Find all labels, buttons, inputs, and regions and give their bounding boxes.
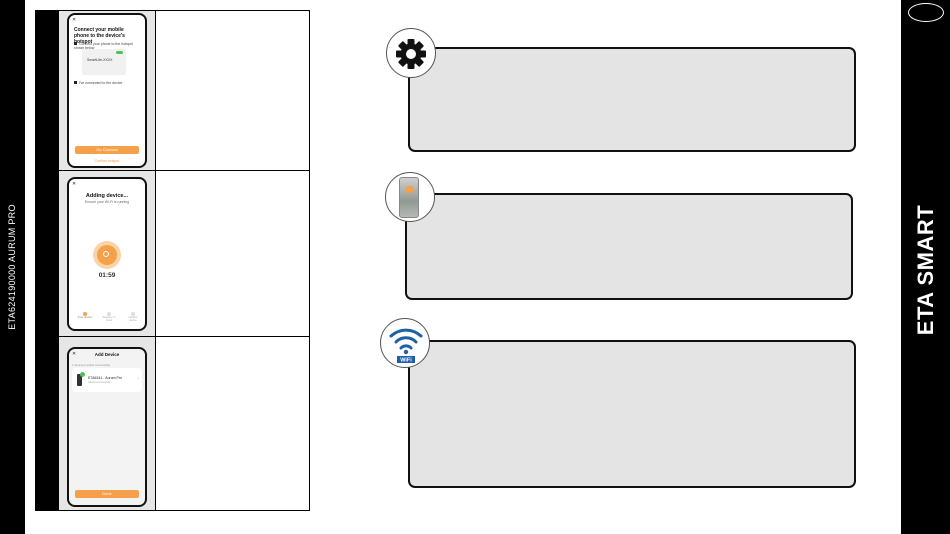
progress-ring-inner xyxy=(97,245,117,265)
info-card-wifi xyxy=(408,340,856,488)
phone-screen: ✕ Adding device... Ensure your Wi-Fi is … xyxy=(69,179,145,329)
phone-photo-icon xyxy=(399,177,419,218)
settings-icon-circle xyxy=(386,28,436,78)
connected-checkbox-row[interactable]: I've connected to the device xyxy=(74,81,122,85)
step-number-column xyxy=(36,337,59,510)
brand-title: ETA SMART xyxy=(913,204,938,336)
progress-steps: Scan devices Register on cloud Initializ… xyxy=(73,312,141,326)
device-card[interactable]: ETA6241 - Aurum Pro Added successfully › xyxy=(72,368,142,392)
info-card-phone xyxy=(405,193,853,300)
svg-text:WiFi: WiFi xyxy=(400,358,412,364)
page-number-oval xyxy=(908,3,944,22)
phone-screen: ✕ Add Device 1 device(s) added successfu… xyxy=(69,349,145,505)
steps-table: ✕ Connect your mobile phone to the devic… xyxy=(35,10,310,511)
step-text-column xyxy=(157,337,309,510)
left-sidebar: ETA624190000 AURUM PRO xyxy=(0,0,25,534)
step-text-column xyxy=(157,11,309,170)
close-icon: ✕ xyxy=(72,351,77,357)
adding-title: Adding device... xyxy=(85,193,129,199)
step-row-3: ✕ Add Device 1 device(s) added successfu… xyxy=(36,337,309,510)
success-badge-icon xyxy=(80,372,85,377)
phone-icon-circle xyxy=(385,172,435,222)
phone-screenshot: ✕ Add Device 1 device(s) added successfu… xyxy=(67,347,147,507)
close-icon: ✕ xyxy=(72,181,77,187)
screenshot-column: ✕ Connect your mobile phone to the devic… xyxy=(59,11,156,170)
phone-screenshot: ✕ Adding device... Ensure your Wi-Fi is … xyxy=(67,177,147,331)
dot-icon xyxy=(131,312,135,316)
checkbox-icon xyxy=(74,42,77,45)
app-logo-icon xyxy=(406,186,413,193)
progress-step-2: Register on cloud xyxy=(101,312,117,322)
added-subtitle: 1 device(s) added successfully xyxy=(72,363,111,367)
wifi-toggle xyxy=(116,51,123,54)
wifi-icon: WiFi xyxy=(389,328,423,364)
screenshot-column: ✕ Adding device... Ensure your Wi-Fi is … xyxy=(59,171,156,336)
device-image-icon xyxy=(77,374,82,386)
gear-icon xyxy=(396,39,426,69)
step-row-1: ✕ Connect your mobile phone to the devic… xyxy=(36,11,309,171)
wifi-icon-circle: WiFi xyxy=(380,318,430,368)
checkbox-icon xyxy=(74,81,77,84)
step-row-2: ✕ Adding device... Ensure your Wi-Fi is … xyxy=(36,171,309,337)
hotspot-title: Connect your mobile phone to the device'… xyxy=(74,27,125,45)
phone-screenshot: ✕ Connect your mobile phone to the devic… xyxy=(67,13,147,168)
confirm-hotspot-link[interactable]: Confirm hotspot xyxy=(94,159,120,163)
dot-icon xyxy=(83,312,87,316)
adding-subtitle: Ensure your Wi-Fi is running xyxy=(84,200,130,204)
dot-icon xyxy=(107,312,111,316)
step-number-column xyxy=(36,171,59,336)
screenshot-column: ✕ Add Device 1 device(s) added successfu… xyxy=(59,337,156,510)
wifi-list-mock: SmartLife-XXXX xyxy=(82,49,126,75)
go-connect-button[interactable]: Go Connect xyxy=(75,146,139,154)
info-card-settings xyxy=(408,47,856,152)
right-sidebar: ETA SMART xyxy=(901,0,950,534)
search-icon xyxy=(103,251,109,257)
step-text-column xyxy=(157,171,309,336)
add-device-title: Add Device xyxy=(94,352,120,357)
hotspot-name: SmartLife-XXXX xyxy=(87,58,113,62)
progress-step-1: Scan devices xyxy=(77,312,93,319)
timer: 01:59 xyxy=(98,272,116,279)
close-icon: ✕ xyxy=(72,17,77,23)
phone-screen: ✕ Connect your mobile phone to the devic… xyxy=(69,15,145,166)
progress-step-3: Initialize device xyxy=(125,312,141,322)
step-number-column xyxy=(36,11,59,170)
chevron-right-icon: › xyxy=(137,376,139,382)
done-button[interactable]: Done xyxy=(75,490,139,498)
device-status: Added successfully xyxy=(88,381,111,384)
progress-ring xyxy=(93,241,121,269)
model-label: ETA624190000 AURUM PRO xyxy=(7,204,17,330)
hotspot-instruction: Connect your phone to the hotspot shown … xyxy=(74,42,133,50)
device-name: ETA6241 - Aurum Pro xyxy=(88,376,122,380)
